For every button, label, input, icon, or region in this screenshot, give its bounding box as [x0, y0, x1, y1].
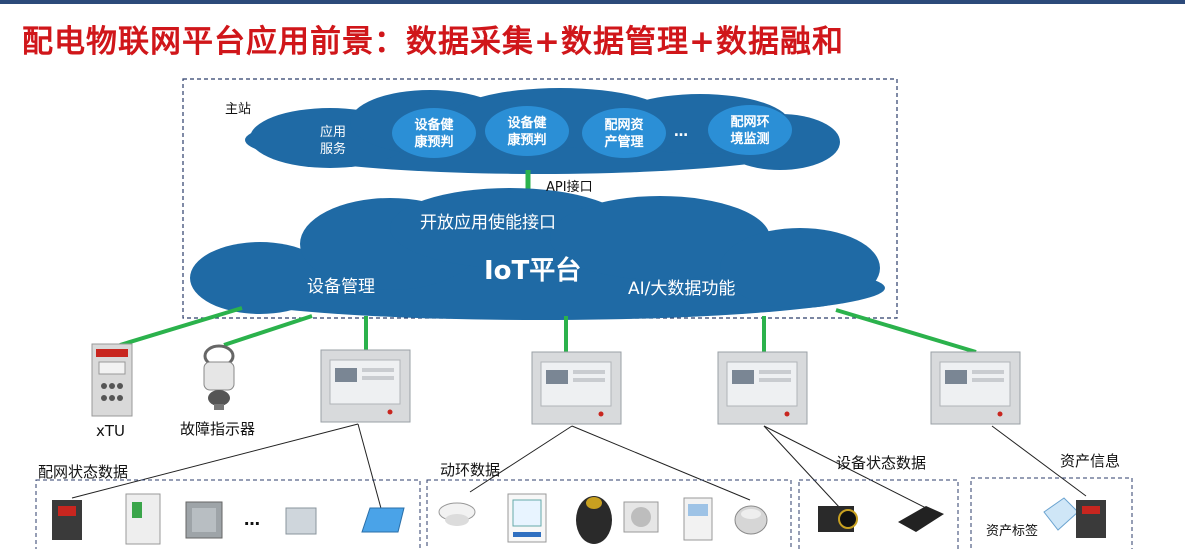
gateway-cabinet-2 [531, 351, 622, 425]
device-management-label: 设备管理 [307, 277, 375, 297]
xtu-label: xTU [96, 422, 126, 440]
power-unit-icon [125, 493, 161, 545]
app-bubble-4 [708, 105, 792, 155]
app-asset-management: 配网资 产管理 [604, 118, 644, 150]
fan-out-lines [71, 423, 1087, 513]
app-device-health-2: 设备健 康预判 [507, 116, 547, 148]
app-ellipsis: … [674, 124, 688, 140]
fan-motor-icon [576, 496, 612, 544]
open-interface-label: 开放应用使能接口 [420, 213, 556, 233]
app-environment-monitoring: 配网环 境监测 [730, 115, 770, 147]
smoke-detector-icon [438, 502, 476, 526]
terminal-box-icon [91, 343, 133, 417]
camera-sensor-icon [818, 506, 858, 532]
asset-tag-icon [1043, 497, 1106, 538]
fault-indicator-icon [203, 344, 235, 410]
junction-box-icon [185, 501, 223, 539]
control-panel-icon [683, 497, 713, 541]
page-title: 配电物联网平台应用前景：数据采集+数据管理+数据融和 [22, 24, 844, 60]
app-service-label: 应用 服务 [320, 125, 347, 157]
distribution-state-label: 配网状态数据 [38, 463, 129, 481]
gas-sensor-icon [734, 505, 768, 535]
gateway-cabinet-3 [717, 351, 808, 425]
ai-bigdata-label: AI/大数据功能 [628, 279, 736, 299]
app-bubble-2 [485, 106, 569, 156]
breaker-icon [52, 500, 82, 540]
master-station-label: 主站 [225, 102, 252, 117]
equipment-state-label: 设备状态数据 [836, 454, 927, 472]
fault-indicator-label: 故障指示器 [180, 420, 256, 438]
gateway-cabinet-1 [320, 349, 411, 423]
api-interface-label: API接口 [546, 180, 593, 195]
app-device-health-1: 设备健 康预判 [414, 118, 454, 150]
asset-tag-label: 资产标签 [986, 524, 1039, 539]
device-links [119, 306, 977, 354]
app-bubbles [392, 105, 792, 158]
app-bubble-1 [392, 108, 476, 158]
app-bubble-3 [582, 108, 666, 158]
group-boxes [35, 477, 1133, 549]
air-conditioner-icon [623, 501, 659, 533]
iot-platform-name: IoT平台 [484, 256, 582, 286]
env-data-label: 动环数据 [440, 461, 501, 479]
group-ellipsis: … [244, 510, 260, 529]
top-rule [0, 0, 1185, 4]
thermometer-display-icon [507, 493, 547, 543]
iot-platform-cloud [190, 188, 885, 320]
humidity-sensor-icon [898, 506, 944, 532]
asset-info-label: 资产信息 [1060, 452, 1121, 470]
module-icon [285, 507, 317, 535]
solar-panel-icon [361, 507, 405, 533]
gateway-cabinet-4 [930, 351, 1021, 425]
